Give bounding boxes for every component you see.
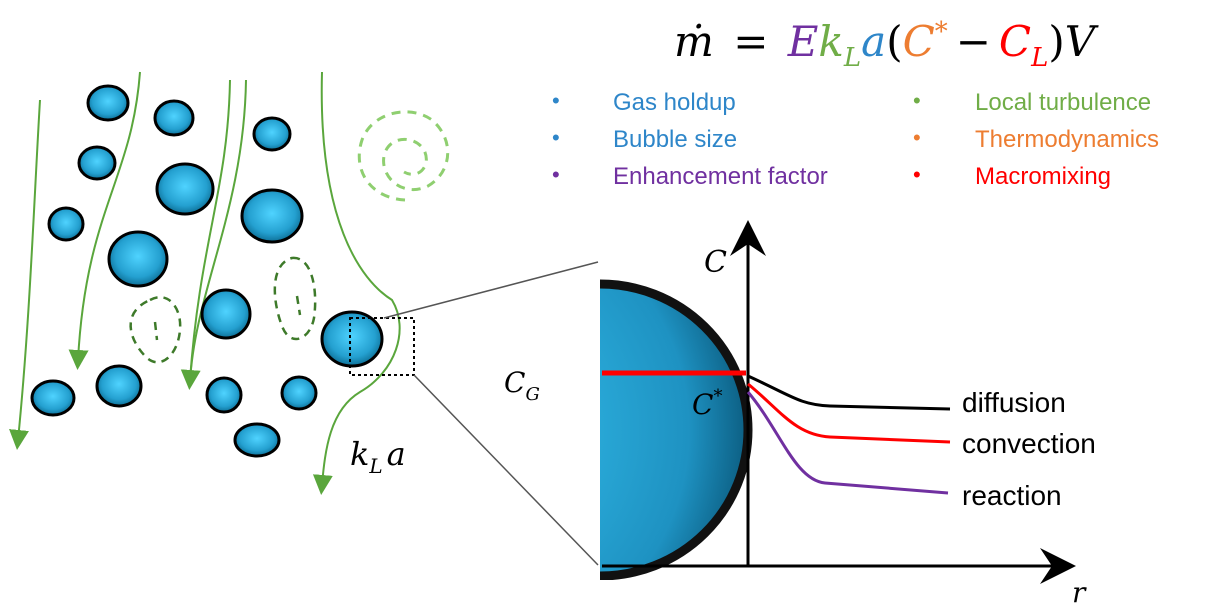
curve-label-diffusion: diffusion — [962, 387, 1066, 418]
eddy-left — [129, 295, 182, 364]
eddy-right — [273, 256, 317, 341]
bubbles — [30, 84, 384, 458]
bullet: • — [552, 125, 560, 150]
eddy-large — [357, 110, 450, 202]
bullet: • — [552, 162, 560, 187]
convection-curve — [747, 382, 951, 444]
x-axis-label: r — [1072, 576, 1087, 606]
mass-transfer-equation: ṁ = EkLa(C*−CL)V — [674, 17, 1099, 73]
streamline-4 — [189, 79, 247, 383]
bubble — [95, 364, 143, 408]
bullet: • — [913, 88, 921, 113]
factor-list-left: • Gas holdup • Bubble size • Enhancement… — [552, 88, 828, 190]
factor-thermodynamics: Thermodynamics — [975, 126, 1159, 153]
streamline-2 — [68, 71, 141, 370]
bubble — [233, 422, 281, 458]
factor-gas-holdup: Gas holdup — [613, 89, 736, 116]
bubble — [280, 375, 318, 411]
streamline-1 — [9, 99, 41, 450]
zoom-line-bottom — [413, 374, 599, 566]
factor-local-turbulence: Local turbulence — [975, 89, 1151, 116]
streamline-5 — [312, 71, 401, 495]
curve-label-reaction: reaction — [962, 480, 1062, 511]
bullet: • — [913, 162, 921, 187]
curve-label-convection: convection — [962, 428, 1096, 459]
bubble — [240, 188, 304, 244]
bubble — [107, 230, 169, 288]
bubble — [155, 162, 215, 216]
zoom-line-top — [383, 261, 599, 319]
factor-list-right: • Local turbulence • Thermodynamics • Ma… — [913, 88, 1159, 190]
zoom-box — [349, 317, 415, 376]
bullet: • — [552, 88, 560, 113]
bullet: • — [913, 125, 921, 150]
bubble — [77, 145, 117, 181]
cstar-label: C* — [692, 386, 722, 421]
bubble — [153, 99, 195, 137]
reaction-curve — [746, 391, 949, 495]
half-bubble — [600, 279, 753, 580]
factor-macromixing: Macromixing — [975, 163, 1111, 190]
bubble — [86, 84, 130, 122]
diffusion-curve — [747, 374, 951, 411]
y-axis-label: C — [704, 245, 727, 280]
bubble — [252, 116, 292, 152]
bubble — [205, 376, 243, 414]
streamline-3 — [180, 79, 231, 390]
bubble — [200, 288, 252, 340]
bubble — [47, 206, 85, 242]
cg-label: CG — [504, 366, 540, 405]
factor-bubble-size: Bubble size — [613, 126, 737, 153]
factor-enhancement: Enhancement factor — [613, 163, 828, 190]
zoomed-interface: C r CG C* diffusion convection reaction — [504, 220, 1096, 606]
bubble — [30, 379, 76, 417]
bubble — [320, 310, 384, 368]
